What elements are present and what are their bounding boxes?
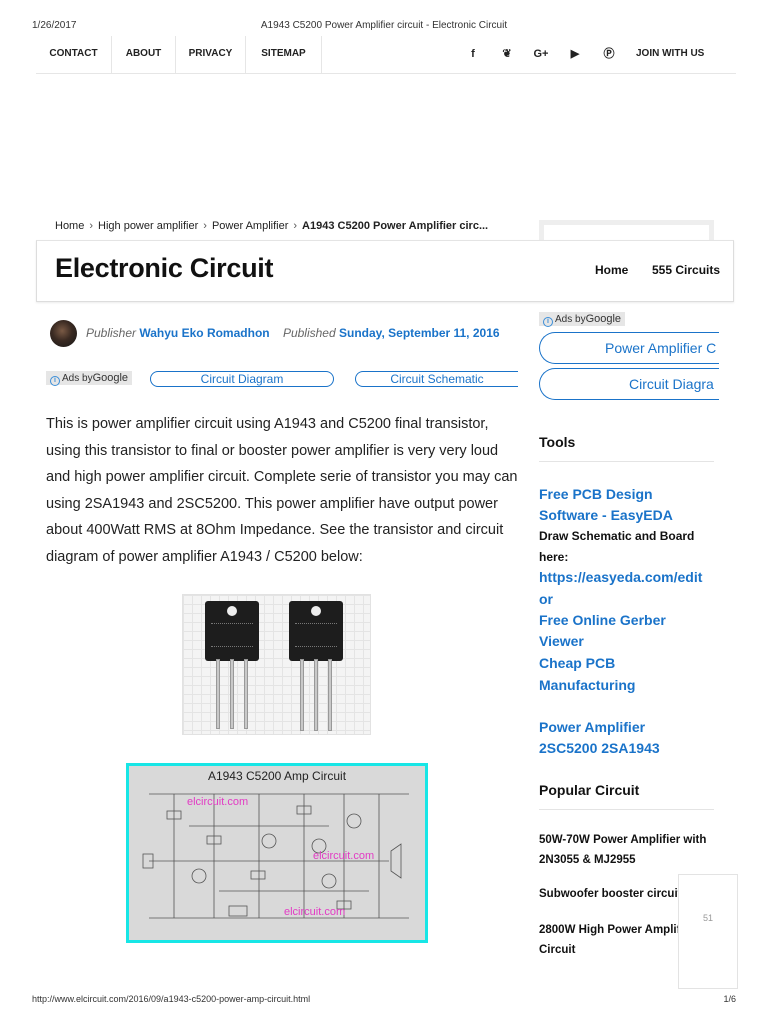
top-navigation: CONTACT ABOUT PRIVACY SITEMAP f ❦ G+ ▶ Ⓟ…: [36, 36, 736, 74]
schematic-image: A1943 C5200 Amp Circuit elcircuit.com el…: [126, 763, 428, 943]
popular-circuit-title: Popular Circuit: [539, 782, 640, 798]
tool-description: Draw Schematic and Board: [539, 529, 695, 543]
section-divider: [539, 461, 714, 462]
breadcrumb: Home › High power amplifier › Power Amplifie…: [55, 220, 488, 232]
popular-link-subwoofer[interactable]: Subwoofer booster circuit: [539, 888, 682, 900]
publisher-link[interactable]: Wahyu Eko Romadhon: [139, 326, 270, 340]
publisher-label: Publisher: [86, 326, 137, 340]
tool-description: here:: [539, 550, 569, 564]
ad-link-power-amplifier[interactable]: Power Amplifier C: [539, 332, 719, 364]
nav-privacy[interactable]: PRIVACY: [176, 36, 246, 74]
join-with-us-link[interactable]: JOIN WITH US: [636, 48, 705, 59]
watermark-text: elcircuit.com: [313, 850, 375, 862]
print-date: 1/26/2017: [32, 20, 77, 31]
google-plus-icon[interactable]: G+: [533, 48, 549, 60]
ads-label: Ads by: [62, 373, 93, 384]
breadcrumb-current: A1943 C5200 Power Amplifier circ...: [302, 220, 489, 232]
tool-link-gerber-viewer[interactable]: Viewer: [539, 633, 584, 649]
ad-link-circuit-schematic[interactable]: Circuit Schematic: [355, 371, 518, 387]
post-meta: Publisher Wahyu Eko Romadhon Published S…: [50, 320, 530, 348]
watermark-text: elcircuit.com: [284, 906, 346, 918]
tool-link-easyeda-url[interactable]: https://easyeda.com/edit: [539, 569, 703, 585]
breadcrumb-home[interactable]: Home: [55, 220, 85, 232]
site-header: Electronic Circuit Home 555 Circuits: [36, 240, 734, 302]
section-divider: [539, 809, 714, 810]
chevron-right-icon: ›: [203, 220, 207, 232]
tool-link-cheap-pcb[interactable]: Cheap PCB: [539, 655, 616, 671]
nav-sitemap[interactable]: SITEMAP: [246, 36, 322, 74]
transistor-photo: [182, 594, 371, 735]
popular-link-50w-70w[interactable]: 2N3055 & MJ2955: [539, 854, 636, 866]
popular-link-2800w[interactable]: 2800W High Power Amplifier: [539, 924, 695, 936]
print-title: A1943 C5200 Power Amplifier circuit - El…: [260, 20, 508, 31]
tool-link-or[interactable]: or: [539, 591, 553, 607]
print-page-number: 1/6: [723, 994, 736, 1004]
published-label: Published: [282, 326, 336, 340]
breadcrumb-high-power-amplifier[interactable]: High power amplifier: [98, 220, 199, 232]
nav-contact[interactable]: CONTACT: [36, 36, 112, 74]
youtube-icon[interactable]: ▶: [570, 48, 580, 60]
chevron-right-icon: ›: [293, 220, 298, 232]
tool-link-free-pcb-design[interactable]: Free PCB Design: [539, 486, 653, 502]
header-nav-555-circuits[interactable]: 555 Circuits: [652, 263, 721, 277]
tool-link-gerber-viewer[interactable]: Free Online Gerber: [539, 612, 666, 628]
ads-label: Ads by: [555, 314, 586, 325]
promo-link-power-amplifier[interactable]: Power Amplifier: [539, 719, 646, 735]
chevron-right-icon: ›: [89, 220, 94, 232]
header-nav-home[interactable]: Home: [595, 263, 629, 277]
popular-link-50w-70w[interactable]: 50W-70W Power Amplifier with: [539, 834, 707, 846]
published-date[interactable]: Sunday, September 11, 2016: [339, 326, 500, 340]
promo-link-power-amplifier[interactable]: 2SC5200 2SA1943: [539, 740, 660, 756]
info-icon: i: [50, 376, 60, 386]
schematic-drawing: [142, 793, 409, 919]
sidebar-search-frame: [539, 220, 714, 242]
share-count: 51: [702, 913, 713, 923]
tools-title: Tools: [539, 434, 576, 450]
twitter-icon[interactable]: ❦: [502, 48, 512, 60]
ad-link-circuit-diagram-side[interactable]: Circuit Diagra: [539, 368, 719, 400]
ads-brand: Google: [92, 372, 129, 384]
info-icon: i: [543, 317, 553, 327]
tool-link-cheap-pcb[interactable]: Manufacturing: [539, 677, 636, 693]
nav-about[interactable]: ABOUT: [112, 36, 176, 74]
ad-link-circuit-diagram[interactable]: Circuit Diagram: [150, 371, 334, 387]
article-body: This is power amplifier circuit using A1…: [46, 416, 518, 565]
breadcrumb-power-amplifier[interactable]: Power Amplifier: [211, 220, 289, 232]
site-title[interactable]: Electronic Circuit: [55, 253, 274, 283]
popular-link-2800w[interactable]: Circuit: [539, 944, 576, 956]
tool-link-easyeda[interactable]: Software - EasyEDA: [539, 507, 673, 523]
facebook-icon[interactable]: f: [471, 48, 475, 60]
pinterest-icon[interactable]: Ⓟ: [603, 48, 615, 60]
watermark-text: elcircuit.com: [187, 796, 249, 808]
print-url: http://www.elcircuit.com/2016/09/a1943-c…: [32, 994, 311, 1004]
schematic-title: A1943 C5200 Amp Circuit: [207, 769, 347, 783]
ads-brand: Google: [585, 313, 622, 325]
avatar[interactable]: [50, 320, 77, 347]
floating-share-box[interactable]: 51: [678, 874, 738, 989]
